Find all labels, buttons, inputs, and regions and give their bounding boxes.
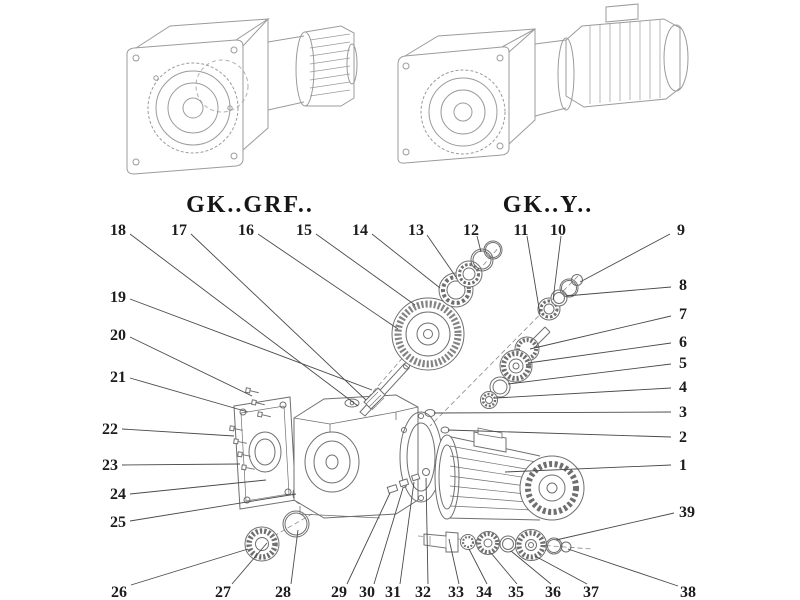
callout-number-33: 33 — [448, 584, 464, 600]
leader-line-3 — [433, 411, 672, 414]
leader-line-26 — [130, 548, 249, 586]
callout-number-24: 24 — [110, 486, 126, 503]
exploded-part-output-cover-set — [244, 510, 310, 562]
leader-line-21 — [129, 377, 249, 413]
leader-line-29 — [346, 492, 391, 585]
callout-number-17: 17 — [171, 222, 187, 239]
leader-line-22 — [121, 428, 235, 437]
callout-number-12: 12 — [463, 222, 479, 239]
callout-number-14: 14 — [352, 222, 368, 239]
leader-line-30 — [373, 487, 404, 585]
callout-number-26: 26 — [111, 584, 127, 600]
callout-number-38: 38 — [680, 584, 696, 600]
model-label-y: GK..Y.. — [503, 192, 593, 218]
leader-line-9 — [579, 233, 671, 283]
leader-line-24 — [129, 479, 267, 495]
leader-line-35 — [490, 552, 518, 585]
leader-line-18 — [129, 233, 359, 407]
exploded-part-small-fasteners — [386, 468, 430, 494]
leader-line-2 — [447, 429, 672, 438]
exploded-part-large-gear — [391, 297, 465, 371]
exploded-part-motor — [434, 427, 585, 521]
leader-line-32 — [425, 477, 429, 585]
callout-number-6: 6 — [679, 334, 687, 351]
exploded-part-mounting-flange — [233, 396, 297, 510]
callout-number-35: 35 — [508, 584, 524, 600]
callout-number-8: 8 — [679, 277, 687, 294]
callout-number-32: 32 — [415, 584, 431, 600]
leader-line-1 — [504, 464, 672, 473]
callout-number-27: 27 — [215, 584, 231, 600]
leader-line-17 — [190, 233, 367, 401]
leader-line-14 — [371, 233, 441, 289]
exploded-part-input-bearings — [438, 240, 503, 308]
leader-line-33 — [448, 538, 460, 585]
leader-line-12 — [476, 235, 482, 253]
callout-number-3: 3 — [679, 404, 687, 421]
model-label-grf: GK..GRF.. — [186, 192, 314, 218]
leader-line-34 — [468, 548, 488, 585]
gearbox-grf-illustration — [126, 17, 358, 175]
leader-line-38 — [567, 548, 679, 587]
callout-number-5: 5 — [679, 355, 687, 372]
leader-line-10 — [552, 235, 562, 301]
leader-line-23 — [121, 463, 241, 466]
exploded-part-input-shaft — [359, 362, 410, 417]
callout-number-15: 15 — [296, 222, 312, 239]
gearbox-y-illustration — [397, 3, 689, 164]
leader-line-20 — [129, 336, 253, 397]
leader-line-19 — [129, 298, 373, 391]
callout-number-29: 29 — [331, 584, 347, 600]
exploded-part-bolts — [229, 387, 271, 471]
callout-number-7: 7 — [679, 306, 687, 323]
leader-line-28 — [290, 529, 299, 585]
leader-line-36 — [510, 550, 552, 585]
callout-number-9: 9 — [677, 222, 685, 239]
leader-line-8 — [565, 286, 672, 297]
callout-number-1: 1 — [679, 457, 687, 474]
exploded-part-bevel-pinion-assembly — [514, 274, 583, 362]
leader-line-13 — [426, 234, 457, 278]
callout-number-11: 11 — [513, 222, 528, 239]
callout-number-34: 34 — [476, 584, 492, 600]
leader-line-5 — [507, 363, 672, 385]
callout-number-28: 28 — [275, 584, 291, 600]
callout-number-4: 4 — [679, 379, 687, 396]
callout-number-30: 30 — [359, 584, 375, 600]
leader-line-27 — [231, 542, 268, 585]
exploded-part-intermediate-gear-set — [480, 349, 533, 409]
callout-number-19: 19 — [110, 289, 126, 306]
leader-line-37 — [534, 555, 588, 585]
exploded-part-output-shaft-assembly — [423, 529, 572, 561]
callout-number-20: 20 — [110, 327, 126, 344]
leader-line-25 — [129, 493, 297, 522]
callout-number-31: 31 — [385, 584, 401, 600]
leader-line-16 — [257, 233, 399, 330]
leader-line-4 — [495, 387, 672, 399]
callout-number-13: 13 — [408, 222, 424, 239]
leader-line-11 — [526, 235, 541, 315]
callout-number-36: 36 — [545, 584, 561, 600]
callout-number-22: 22 — [102, 421, 118, 438]
leader-line-39 — [555, 512, 675, 541]
callout-number-25: 25 — [110, 514, 126, 531]
callout-number-16: 16 — [238, 222, 254, 239]
leader-line-6 — [527, 342, 672, 364]
callout-number-39: 39 — [679, 504, 695, 521]
callout-number-10: 10 — [550, 222, 566, 239]
callout-number-18: 18 — [110, 222, 126, 239]
leader-line-31 — [399, 481, 415, 585]
callout-number-2: 2 — [679, 429, 687, 446]
leader-line-15 — [315, 233, 416, 306]
callout-number-23: 23 — [102, 457, 118, 474]
callout-number-21: 21 — [110, 369, 126, 386]
exploded-part-gear-housing — [293, 394, 450, 519]
leader-line-7 — [529, 315, 672, 350]
callout-number-37: 37 — [583, 584, 599, 600]
